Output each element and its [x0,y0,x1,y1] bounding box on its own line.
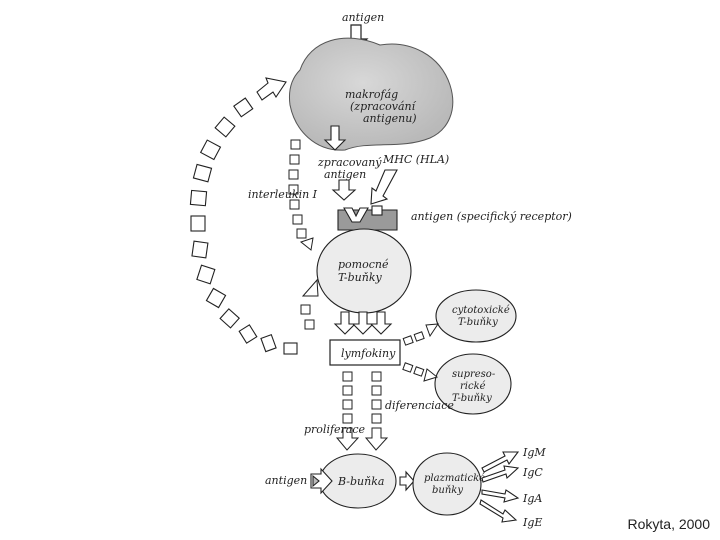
label-proliferace: proliferace [304,423,366,436]
label-b-bunka: B-buňka [337,475,384,488]
label-supres-1: supreso- [452,369,496,380]
arrow-mhc-to-receptor [371,170,397,204]
label-diferenciace: diferenciace [385,399,454,412]
label-zpracovany-2: antigen [324,168,366,181]
label-antigen-bottom: antigen [265,474,307,487]
arrows-helper-to-lymfokiny [335,312,391,334]
source-credit: Rokyta, 2000 [628,516,711,532]
label-ige: IgE [522,516,542,529]
label-cytotox-2: T-buňky [458,317,498,328]
label-plazm-2: buňky [432,485,463,496]
cytotoxic-t-cells [436,290,516,342]
label-igc: IgC [522,466,543,479]
dashed-loop-arrow [190,78,297,354]
label-igm: IgM [522,446,546,459]
label-lymfokiny: lymfokiny [341,347,396,360]
label-supres-3: T-buňky [452,393,492,404]
dashed-arrow-to-cytotoxic [403,324,438,345]
dashed-arrow-diferenciace [366,372,387,450]
label-interleukin: interleukin I [248,188,318,201]
arrow-antigen-to-receptor [333,180,355,200]
arrows-immunoglobulins [480,452,518,522]
label-antigen-top: antigen [342,11,384,24]
label-makrofag-3: antigenu) [363,112,417,125]
label-mhc: MHC (HLA) [382,153,449,166]
label-cytotox-1: cytotoxické [452,305,510,316]
dashed-arrow-to-suppressor [403,363,437,381]
arrow-b-to-plasma [400,472,414,490]
label-pomocne-1: pomocné [338,258,389,271]
label-iga: IgA [522,492,542,505]
plasma-cells [413,453,481,515]
label-plazm-1: plazmatické [424,473,485,484]
receptor-block [338,206,397,230]
dashed-arrow-proliferace [337,372,358,450]
dashed-arrow-feedback [301,280,318,329]
label-supres-2: rické [460,381,486,392]
label-pomocne-2: T-buňky [338,271,383,284]
label-receptor: antigen (specifický receptor) [411,210,572,223]
